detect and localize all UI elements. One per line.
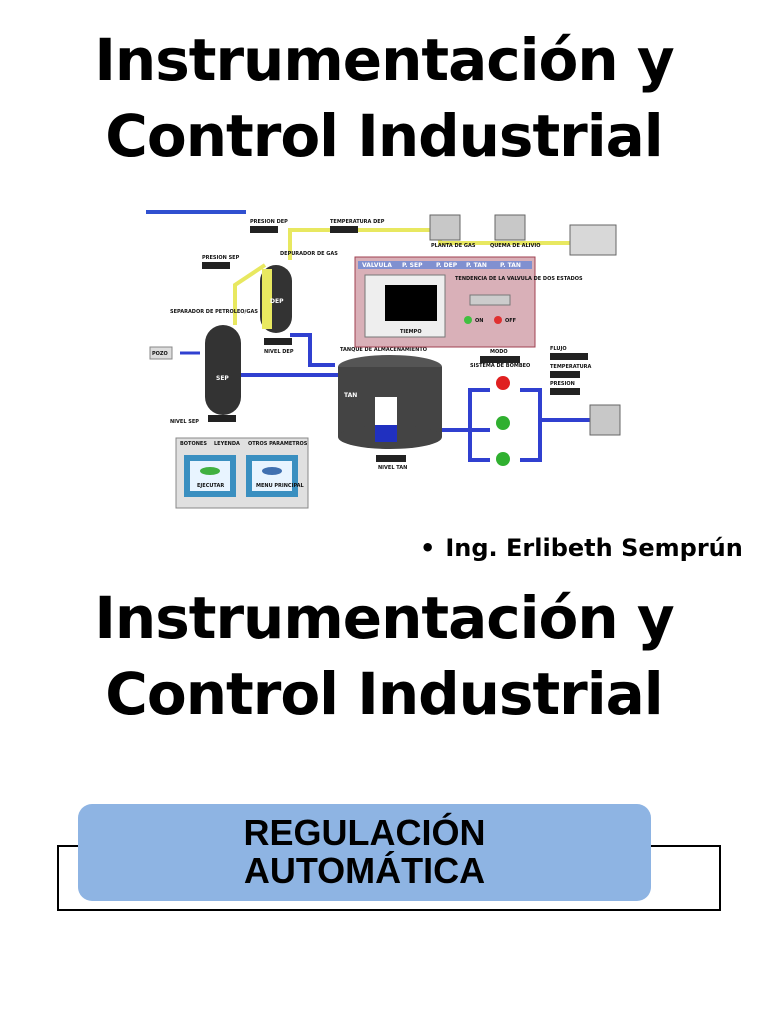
menu-principal-button[interactable]: MENU PRINCIPAL [256, 483, 305, 489]
panel-tab-psep[interactable]: P. SEP [402, 262, 423, 269]
depurador-gas-label: DEPURADOR DE GAS [280, 251, 338, 257]
title-bottom-line2: Control Industrial [105, 660, 663, 728]
banner-pill: REGULACIÓN AUTOMÁTICA [78, 804, 651, 901]
ejecutar-button[interactable]: EJECUTAR [197, 483, 224, 489]
panel-tab-ptan[interactable]: P. TAN [466, 262, 487, 269]
planta-gas-label: PLANTA DE GAS [431, 243, 476, 249]
sep-vessel-label: SEP [216, 375, 229, 382]
scada-process-diagram: PRESION DEP TEMPERATURA DEP PRESION SEP … [140, 205, 630, 515]
author-name: Ing. Erlibeth Semprún [445, 534, 743, 562]
title-top: Instrumentación y Control Industrial [0, 22, 768, 174]
panel-tab-valvula[interactable]: VALVULA [362, 262, 392, 269]
tiempo-label: TIEMPO [400, 329, 422, 335]
tan-vessel-label: TAN [344, 392, 357, 399]
panel-tab-pdep[interactable]: P. DEP [436, 262, 458, 269]
panel-tab-ptan-2[interactable]: P. TAN [500, 262, 521, 269]
flujo-label: FLUJO [550, 346, 567, 352]
tendencia-label: TENDENCIA DE LA VALVULA DE DOS ESTADOS [455, 276, 583, 282]
author-bullet: • [420, 534, 436, 562]
presion-label: PRESION [550, 381, 575, 387]
nivel-sep-label: NIVEL SEP [170, 419, 199, 425]
panel-tab-leyenda[interactable]: LEYENDA [214, 441, 240, 447]
presion-sep-label: PRESION SEP [202, 255, 240, 261]
nivel-tan-label: NIVEL TAN [378, 465, 407, 471]
pozo-label: POZO [152, 351, 168, 357]
quema-label: QUEMA DE ALIVIO [490, 243, 541, 249]
temperatura-dep-label: TEMPERATURA DEP [330, 219, 385, 225]
nivel-dep-label: NIVEL DEP [264, 349, 294, 355]
panel-tab-otros[interactable]: OTROS PARAMETROS [248, 441, 308, 447]
banner-line1: REGULACIÓN [243, 812, 486, 853]
presion-dep-label: PRESION DEP [250, 219, 288, 225]
separador-label: SEPARADOR DE PETROLEO/GAS [170, 309, 258, 315]
title-top-line2: Control Industrial [105, 102, 663, 170]
title-bottom-line1: Instrumentación y [94, 584, 674, 652]
off-label: OFF [505, 318, 516, 324]
dep-vessel-label: DEP [270, 298, 284, 305]
banner-line2: AUTOMÁTICA [243, 850, 486, 891]
temperatura-label: TEMPERATURA [550, 364, 592, 370]
panel-tab-botones[interactable]: BOTONES [180, 441, 207, 447]
on-label: ON [475, 318, 483, 324]
tanque-almacenamiento-label: TANQUE DE ALMACENAMIENTO [340, 347, 427, 353]
title-top-line1: Instrumentación y [94, 26, 674, 94]
author-line: • Ing. Erlibeth Semprún [420, 534, 743, 562]
modo-label: MODO [490, 349, 508, 355]
sistema-bombeo-label: SISTEMA DE BOMBEO [470, 363, 530, 369]
title-bottom: Instrumentación y Control Industrial [0, 580, 768, 732]
